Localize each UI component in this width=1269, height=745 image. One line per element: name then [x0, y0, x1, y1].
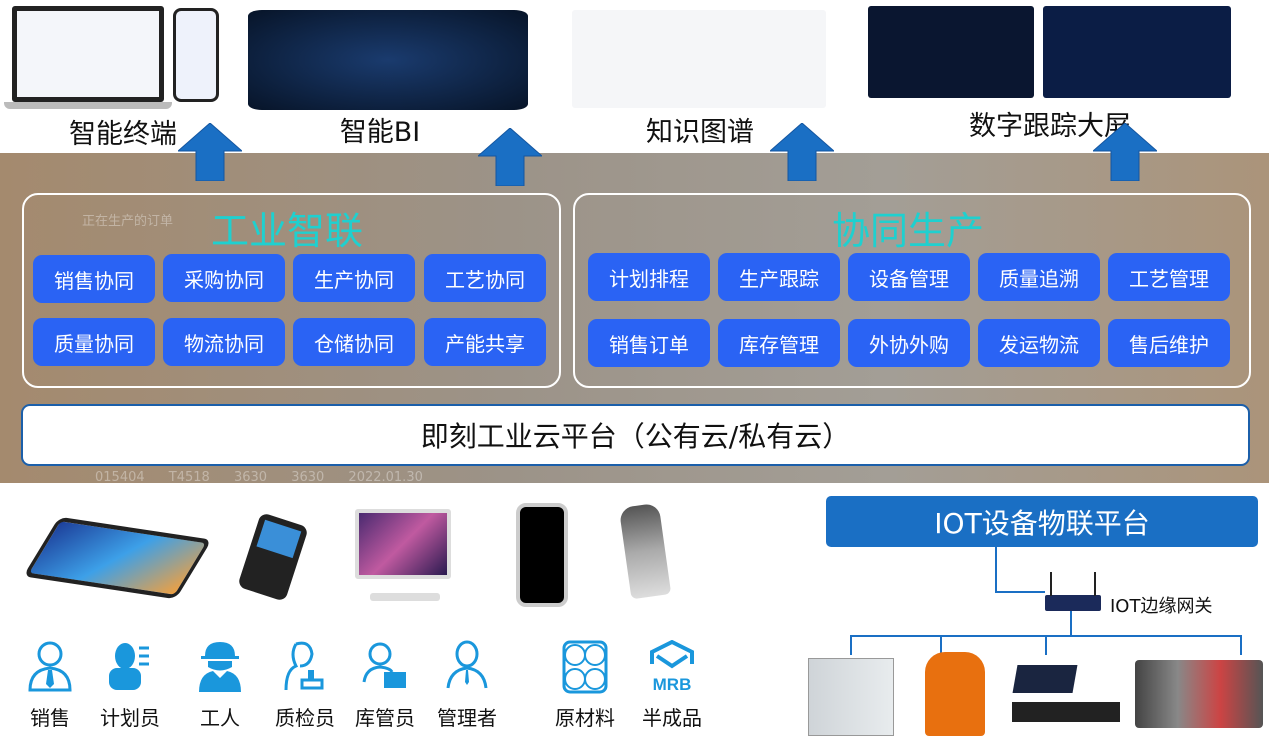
role-label: 半成品 [642, 706, 702, 730]
connector-line [1045, 635, 1047, 655]
module-button[interactable]: 工艺协同 [424, 254, 546, 302]
role-semi-finished: MRB 半成品 [637, 640, 707, 731]
group-industrial-connect [22, 193, 561, 388]
laptop-dashboard-image [12, 6, 164, 102]
connector-line [940, 635, 942, 655]
antenna-icon [1050, 572, 1096, 596]
bg-cell: T4518 [168, 470, 210, 485]
module-button[interactable]: 质量追溯 [978, 253, 1100, 301]
gateway-label: IOT边缘网关 [1110, 596, 1213, 617]
iot-platform-bar: IOT设备物联平台 [826, 496, 1258, 547]
module-button[interactable]: 设备管理 [848, 253, 970, 301]
smartphone-image [516, 503, 568, 607]
connector-line [995, 547, 997, 592]
knowledge-graph-image [572, 10, 826, 108]
desktop-computer-image [355, 509, 451, 579]
up-arrow-icon [178, 123, 242, 181]
barcode-scanner-image [618, 502, 672, 600]
role-label: 计划员 [100, 706, 160, 730]
tablet-image [23, 516, 212, 600]
group-title: 工业智联 [210, 209, 364, 253]
module-button[interactable]: 发运物流 [978, 319, 1100, 367]
connector-line [850, 635, 852, 655]
keyboard-image [370, 593, 440, 601]
role-label: 工人 [200, 706, 240, 730]
label-knowledge-graph: 知识图谱 [646, 117, 754, 148]
group-collaborative-production [573, 193, 1251, 388]
salesperson-icon [28, 641, 72, 692]
up-arrow-icon [478, 128, 542, 186]
module-button[interactable]: 物流协同 [163, 318, 285, 366]
module-button[interactable]: 仓储协同 [293, 318, 415, 366]
module-button[interactable]: 质量协同 [33, 318, 155, 366]
module-button[interactable]: 外协外购 [848, 319, 970, 367]
module-button[interactable]: 销售协同 [33, 255, 155, 303]
role-label: 原材料 [555, 706, 615, 730]
svg-text:MRB: MRB [653, 675, 692, 694]
label-tracking-screen: 数字跟踪大屏 [969, 111, 1131, 142]
bg-row: 015404 T4518 3630 3630 2022.01.30 [95, 470, 423, 485]
bg-cell: 3630 [291, 470, 325, 485]
tracking-screen-image-1 [868, 6, 1034, 98]
bg-orders-title: 正在生产的订单 [82, 214, 174, 229]
industrial-robot-image [925, 652, 985, 736]
bi-screen-image [248, 10, 528, 110]
bg-cell: 3630 [233, 470, 268, 485]
role-raw-material: 原材料 [550, 640, 620, 731]
label-smart-terminal: 智能终端 [69, 119, 177, 150]
plc-image [808, 658, 894, 736]
bg-cell: 015404 [95, 470, 145, 485]
role-sales: 销售 [15, 640, 85, 731]
laptop-base [4, 102, 172, 109]
connector-line [995, 591, 1045, 593]
edge-gateway-image [1045, 595, 1101, 611]
industrial-cameras-image [1135, 660, 1263, 728]
bg-cell: 2022.01.30 [348, 470, 423, 485]
up-arrow-icon [770, 123, 834, 181]
module-button[interactable]: 采购协同 [163, 254, 285, 302]
warehouse-keeper-icon [362, 642, 406, 688]
role-label: 质检员 [275, 706, 335, 730]
role-inspector: 质检员 [270, 640, 340, 731]
role-manager: 管理者 [432, 640, 502, 731]
module-button[interactable]: 工艺管理 [1108, 253, 1230, 301]
phone-dashboard-image [173, 8, 219, 102]
module-button[interactable]: 售后维护 [1108, 319, 1230, 367]
mrb-icon: MRB [650, 640, 694, 694]
role-worker: 工人 [185, 640, 255, 731]
planner-icon [109, 643, 149, 690]
label-smart-bi: 智能BI [339, 117, 421, 148]
module-button[interactable]: 库存管理 [718, 319, 840, 367]
worker-helmet-icon [199, 642, 241, 692]
module-button[interactable]: 销售订单 [588, 319, 710, 367]
role-planner: 计划员 [95, 640, 165, 731]
module-button[interactable]: 生产跟踪 [718, 253, 840, 301]
inspector-stamp-icon [284, 641, 324, 691]
module-button[interactable]: 生产协同 [293, 254, 415, 302]
module-button[interactable]: 产能共享 [424, 318, 546, 366]
role-label: 销售 [30, 706, 70, 730]
handheld-scanner-image [237, 512, 309, 602]
up-arrow-icon [1093, 123, 1157, 181]
role-label: 管理者 [437, 706, 497, 730]
industrial-pc-image [1012, 665, 1078, 693]
connector-line [1240, 635, 1242, 655]
role-label: 库管员 [355, 706, 415, 730]
manager-icon [446, 640, 488, 689]
server-box-image [1012, 702, 1120, 722]
tracking-screen-image-2 [1043, 6, 1231, 98]
raw-material-icon [562, 640, 608, 694]
role-warehouse-keeper: 库管员 [350, 640, 420, 731]
connector-line [1070, 611, 1072, 636]
group-title: 协同生产 [831, 209, 985, 253]
cloud-platform-bar: 即刻工业云平台（公有云/私有云） [21, 404, 1250, 466]
module-button[interactable]: 计划排程 [588, 253, 710, 301]
